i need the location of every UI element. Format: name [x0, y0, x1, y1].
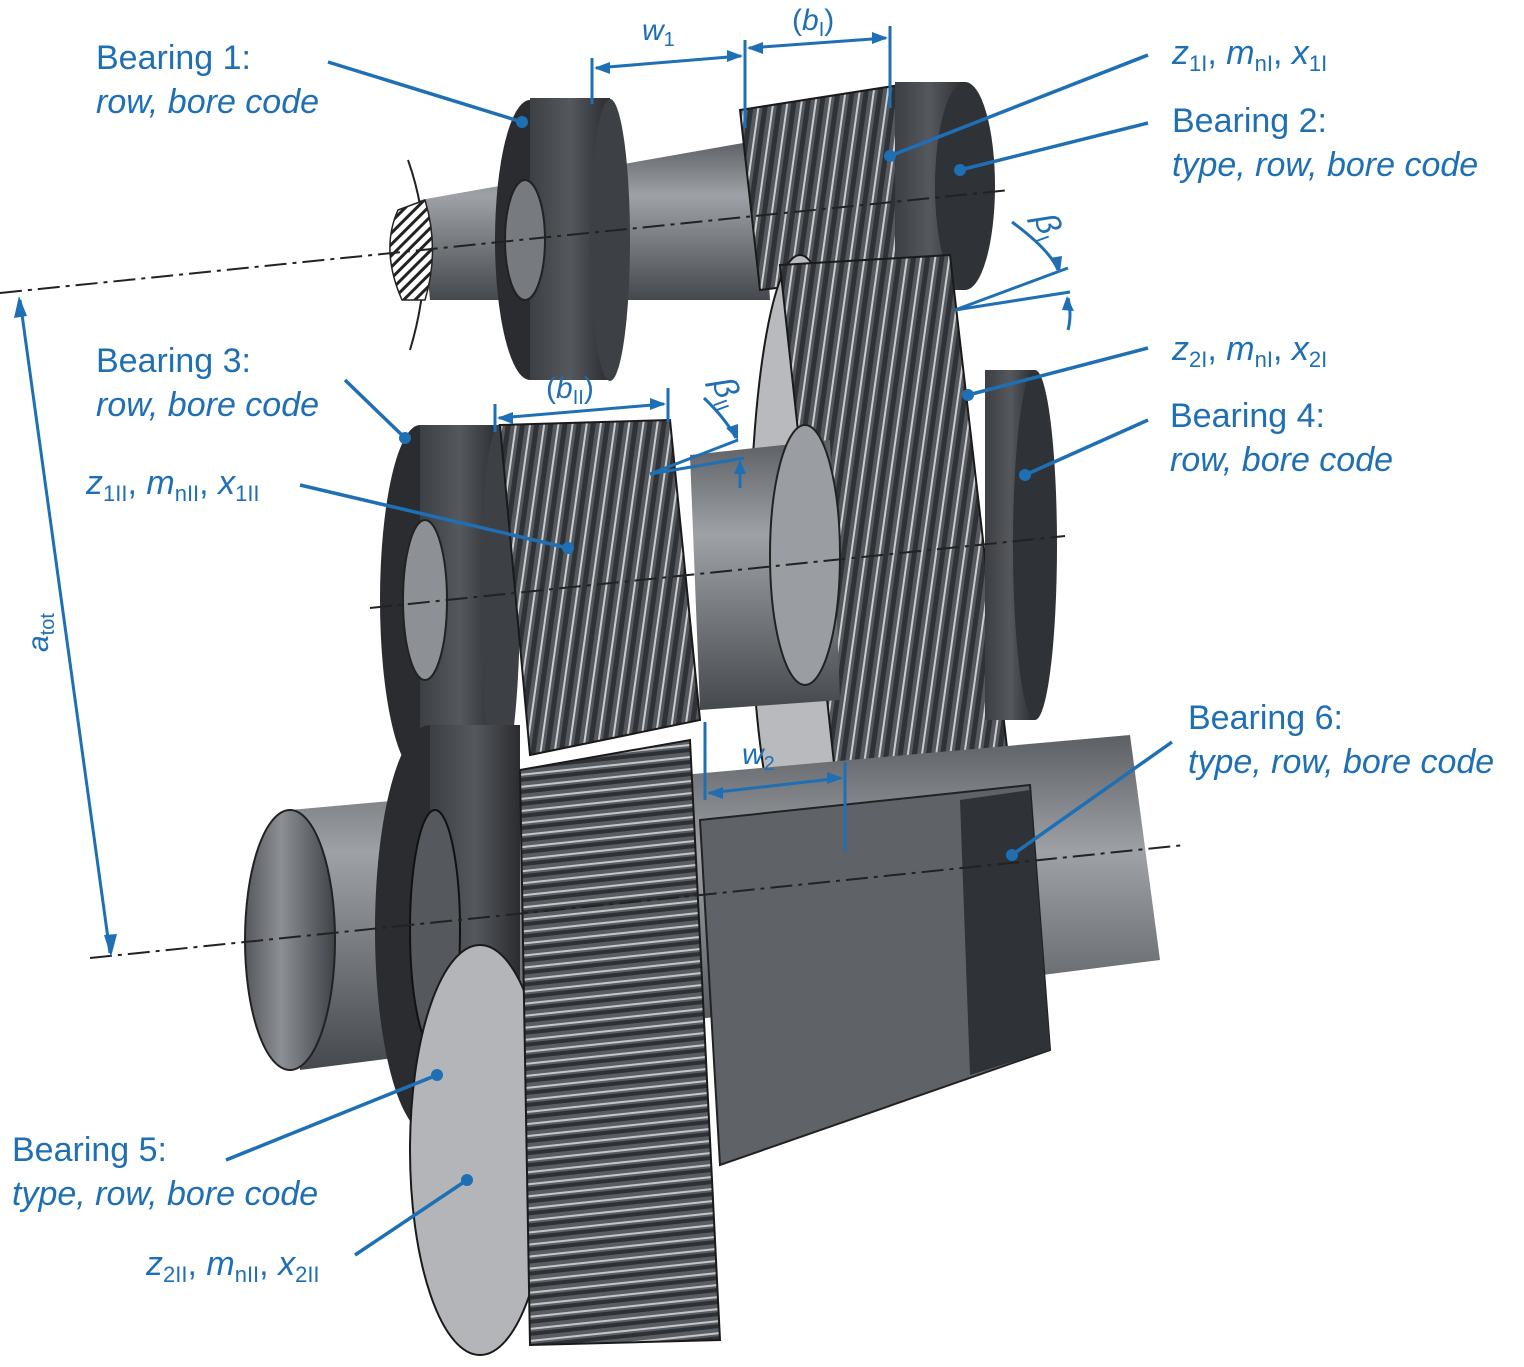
bearing-1-label: Bearing 1: row, bore code: [96, 36, 319, 124]
leader-lines: [225, 53, 1174, 1257]
bearing-1-title: Bearing 1:: [96, 39, 251, 77]
bearing-4-label: Bearing 4: row, bore code: [1170, 394, 1393, 482]
gear-2II-params: z2II, mnII, x2II: [146, 1245, 320, 1287]
leader-dots: [399, 116, 1031, 1186]
dimension-lines: [14, 26, 1074, 957]
bearing-2-title: Bearing 2:: [1172, 102, 1327, 140]
gear-2I-params: z2I, mnI, x2I: [1172, 330, 1328, 372]
bearing-5-params: type, row, bore code: [12, 1175, 319, 1213]
bearing-3-body: [380, 424, 520, 776]
dim-w1: w1: [642, 14, 675, 51]
shaft-1-section-hatch: [389, 199, 434, 301]
dim-a-tot: atot: [22, 613, 59, 652]
bearing-6-params: type, row, bore code: [1188, 743, 1495, 781]
bearing-4-title: Bearing 4:: [1170, 397, 1325, 435]
gear-1II-params: z1II, mnII, x1II: [86, 464, 260, 506]
bearing-5-label: Bearing 5: type, row, bore code: [12, 1128, 318, 1216]
bearing-2-params: type, row, bore code: [1172, 146, 1479, 184]
bearing-3-title: Bearing 3:: [96, 342, 251, 380]
gear-1I-params: z1I, mnI, x1I: [1172, 34, 1328, 76]
dim-bII: (bII): [546, 372, 594, 409]
bearing-4-body: [985, 370, 1057, 720]
bearing-2-label: Bearing 2: type, row, bore code: [1172, 99, 1478, 187]
shaft-2: [690, 424, 841, 710]
bearing-1-body: [495, 98, 630, 381]
gear-2II-body: [409, 738, 722, 1356]
bearing-3-label: Bearing 3: row, bore code: [96, 339, 319, 427]
bearing-6-title: Bearing 6:: [1188, 699, 1343, 737]
bearing-1-params: row, bore code: [96, 83, 320, 121]
gear-1II-body: [498, 418, 702, 757]
centre-lines: [0, 189, 1186, 959]
dim-bI: (bI): [792, 4, 835, 41]
bearing-5-title: Bearing 5:: [12, 1131, 167, 1169]
bearing-4-params: row, bore code: [1170, 441, 1394, 479]
dim-w2: w2: [742, 738, 775, 775]
bearing-6-label: Bearing 6: type, row, bore code: [1188, 696, 1494, 784]
bearing-3-params: row, bore code: [96, 386, 320, 424]
